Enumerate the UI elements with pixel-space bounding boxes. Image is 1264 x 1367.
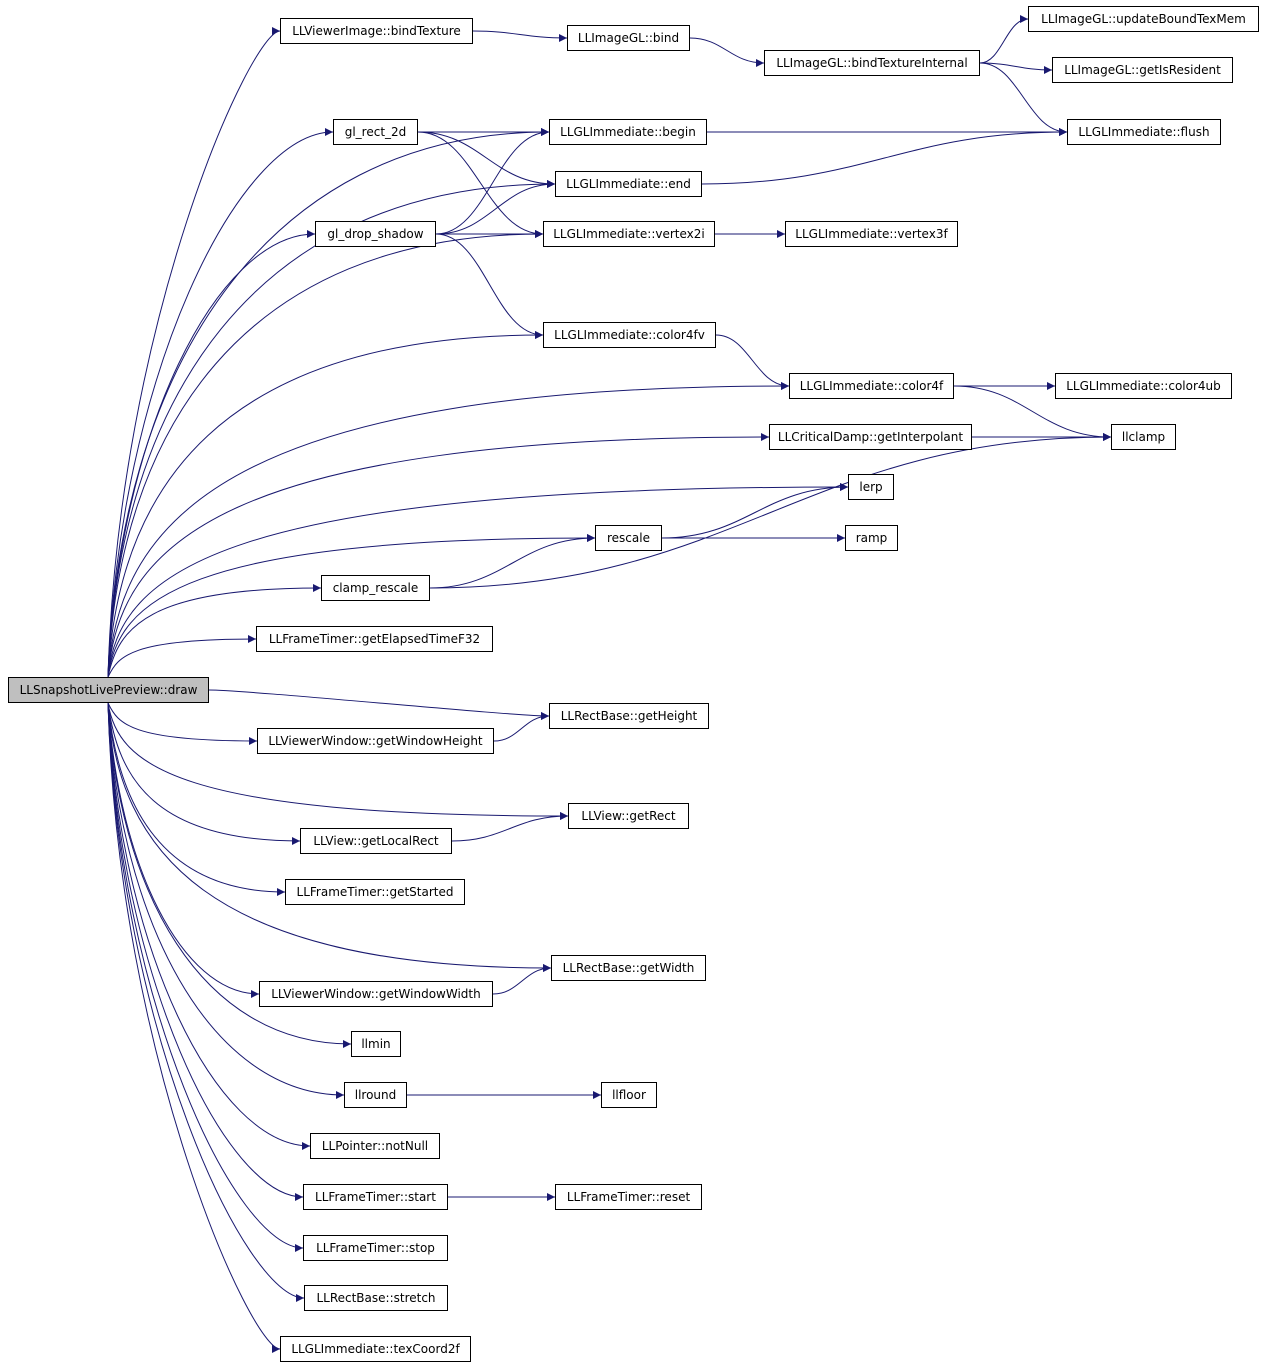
edge-draw-to-getRect (107, 702, 569, 820)
node-llglimmediate-vertex2i[interactable]: LLGLImmediate::vertex2i (543, 221, 715, 247)
edge-draw-to-begin (107, 128, 550, 678)
edge-glrect2d-to-end (417, 131, 556, 188)
node-llframetimer-getelapsedtimef32[interactable]: LLFrameTimer::getElapsedTimeF32 (256, 626, 493, 652)
node-llglimmediate-vertex3f[interactable]: LLGLImmediate::vertex3f (785, 221, 958, 247)
edge-clamprescale-to-rescale (429, 534, 596, 589)
edge-draw-to-stretch (107, 702, 305, 1302)
edge-draw-to-vertex2i (107, 230, 544, 678)
node-llimagegl-getisresident[interactable]: LLImageGL::getIsResident (1052, 57, 1233, 83)
node-llframetimer-reset[interactable]: LLFrameTimer::reset (555, 1184, 702, 1210)
edge-bindTexInt-to-getIsResident (979, 62, 1053, 74)
node-gl-rect-2d[interactable]: gl_rect_2d (333, 119, 418, 145)
edge-draw-to-gldropshadow (107, 230, 316, 678)
edge-getWinHeight-to-getHeight (493, 712, 550, 742)
edge-layer (107, 15, 1112, 1353)
node-llfloor[interactable]: llfloor (601, 1082, 657, 1108)
node-llimagegl-bindtextureinternal[interactable]: LLImageGL::bindTextureInternal (764, 50, 980, 76)
edge-end-to-flush (701, 128, 1068, 185)
node-llrectbase-stretch[interactable]: LLRectBase::stretch (304, 1285, 448, 1311)
edge-draw-to-lerp (107, 483, 849, 678)
node-llglimmediate-color4f[interactable]: LLGLImmediate::color4f (789, 373, 954, 399)
edge-draw-to-texCoord2f (107, 702, 281, 1353)
node-llview-getlocalrect[interactable]: LLView::getLocalRect (300, 828, 452, 854)
node-llviewerwindow-getwindowheight[interactable]: LLViewerWindow::getWindowHeight (257, 728, 494, 754)
edge-draw-to-notNull (107, 702, 311, 1150)
edge-draw-to-getHeight (208, 689, 550, 720)
edge-color4fv-to-color4f (715, 334, 790, 390)
edge-draw-to-getStarted (107, 702, 286, 896)
edge-draw-to-color4fv (107, 331, 544, 678)
node-ramp[interactable]: ramp (845, 525, 898, 551)
node-clamp-rescale[interactable]: clamp_rescale (321, 575, 430, 601)
node-llglimmediate-begin[interactable]: LLGLImmediate::begin (549, 119, 707, 145)
node-lerp[interactable]: lerp (848, 474, 894, 500)
edge-getLocalRect-to-getRect (451, 812, 569, 842)
node-rescale[interactable]: rescale (595, 525, 662, 551)
node-llframetimer-start[interactable]: LLFrameTimer::start (303, 1184, 448, 1210)
node-llview-getrect[interactable]: LLView::getRect (568, 803, 689, 829)
edge-gldropshadow-to-end (435, 180, 556, 235)
edge-draw-to-llmin (107, 702, 352, 1048)
edge-draw-to-getWinWidth (107, 702, 260, 998)
node-llglimmediate-color4ub[interactable]: LLGLImmediate::color4ub (1055, 373, 1232, 399)
node-llviewerimage-bindtexture[interactable]: LLViewerImage::bindTexture (280, 18, 473, 44)
edge-draw-to-end (107, 180, 556, 678)
edge-color4f-to-llclamp (953, 385, 1112, 441)
node-llpointer-notnull[interactable]: LLPointer::notNull (310, 1133, 440, 1159)
node-llframetimer-getstarted[interactable]: LLFrameTimer::getStarted (285, 879, 465, 905)
node-llclamp[interactable]: llclamp (1111, 424, 1176, 450)
edge-draw-to-getElapsed (107, 635, 257, 678)
edge-bindTexInt-to-flush (979, 62, 1068, 136)
node-llsnapshotlivepreview-draw: LLSnapshotLivePreview::draw (8, 677, 209, 703)
edge-gldropshadow-to-begin (435, 128, 550, 235)
node-llframetimer-stop[interactable]: LLFrameTimer::stop (303, 1235, 448, 1261)
edge-bindTexInt-to-updateBTM (979, 15, 1029, 64)
edge-draw-to-getWidth (107, 702, 552, 972)
edge-getWinWidth-to-getWidth (492, 964, 552, 995)
edge-draw-to-bindTexture (107, 27, 281, 678)
node-llrectbase-getheight[interactable]: LLRectBase::getHeight (549, 703, 709, 729)
edge-rescale-to-lerp (661, 483, 849, 539)
edge-draw-to-ftstop (107, 702, 304, 1252)
node-llglimmediate-texcoord2f[interactable]: LLGLImmediate::texCoord2f (280, 1336, 471, 1362)
edge-bindTexture-to-glbind (472, 30, 568, 42)
edge-draw-to-getLocalRect (107, 702, 301, 845)
node-gl-drop-shadow[interactable]: gl_drop_shadow (315, 221, 436, 247)
node-llcriticaldamp-getinterpolant[interactable]: LLCriticalDamp::getInterpolant (769, 424, 972, 450)
edge-draw-to-color4f (107, 382, 790, 678)
node-llglimmediate-color4fv[interactable]: LLGLImmediate::color4fv (543, 322, 716, 348)
edge-draw-to-llround (107, 702, 345, 1099)
edge-glbind-to-bindTexInt (689, 37, 765, 67)
node-llglimmediate-flush[interactable]: LLGLImmediate::flush (1067, 119, 1221, 145)
edge-clamprescale-to-llclamp (429, 433, 1112, 589)
node-llimagegl-updateboundtexmem[interactable]: LLImageGL::updateBoundTexMem (1028, 6, 1259, 32)
node-llround[interactable]: llround (344, 1082, 407, 1108)
node-llglimmediate-end[interactable]: LLGLImmediate::end (555, 171, 702, 197)
edge-draw-to-ftstart (107, 702, 304, 1201)
node-llimagegl-bind[interactable]: LLImageGL::bind (567, 25, 690, 51)
edge-draw-to-clamprescale (107, 584, 322, 678)
edge-draw-to-getWinHeight (107, 702, 258, 745)
node-llmin[interactable]: llmin (351, 1031, 401, 1057)
node-llrectbase-getwidth[interactable]: LLRectBase::getWidth (551, 955, 706, 981)
edge-glrect2d-to-vertex2i (417, 131, 544, 238)
edge-gldropshadow-to-color4fv (435, 233, 544, 339)
node-llviewerwindow-getwindowwidth[interactable]: LLViewerWindow::getWindowWidth (259, 981, 493, 1007)
edge-draw-to-glrect2d (107, 128, 334, 678)
edge-draw-to-getInterp (107, 433, 770, 678)
edge-draw-to-rescale (107, 534, 596, 678)
